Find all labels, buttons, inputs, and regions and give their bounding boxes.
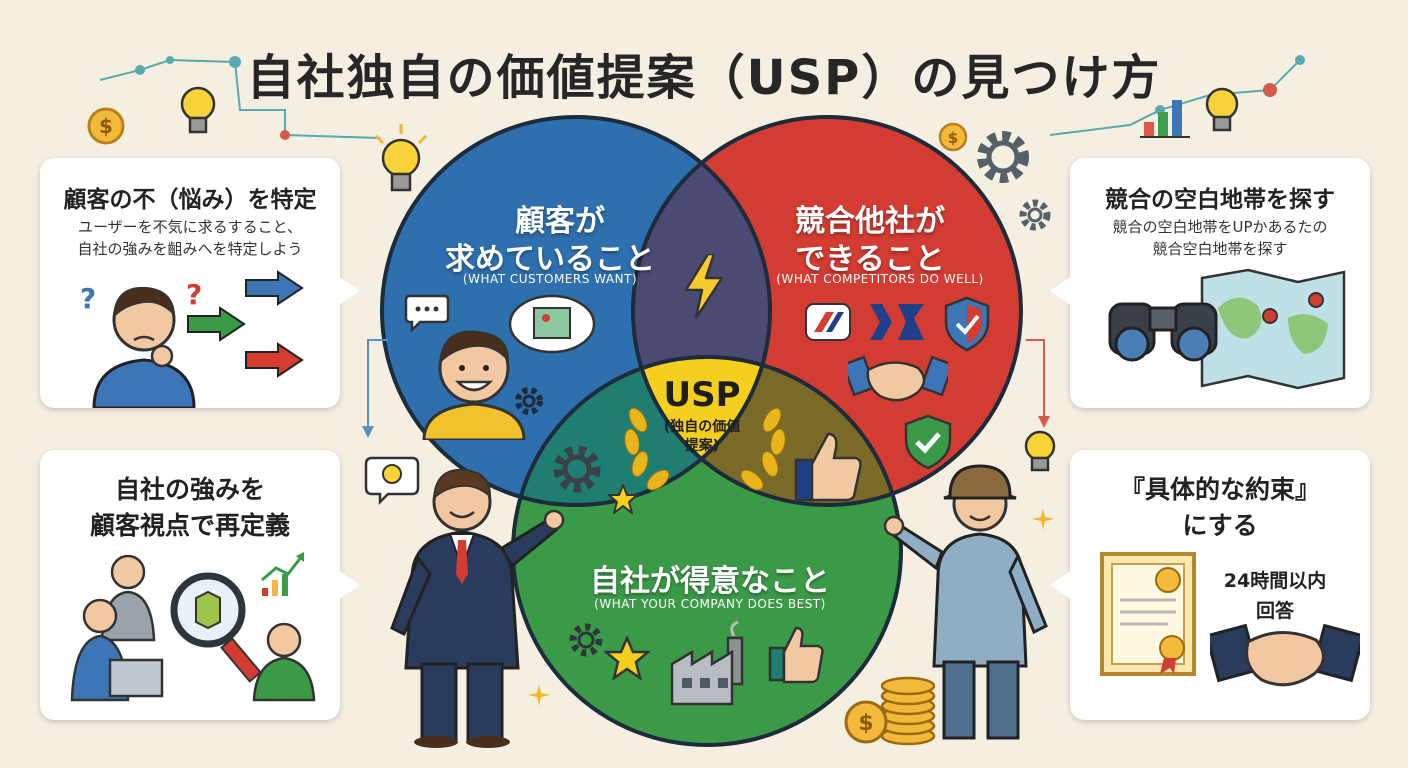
shield-check-icon	[944, 296, 990, 352]
competitors-subtitle: (WHAT COMPETITORS DO WELL)	[776, 272, 984, 286]
coin-icon: $	[87, 107, 125, 145]
customers-title-line1: 顧客が	[515, 204, 605, 239]
shield-check-icon	[904, 414, 952, 470]
worker-person	[884, 464, 1048, 740]
arrow-icon	[245, 270, 304, 306]
thought-map-icon	[508, 294, 596, 354]
card-identify-desc-line2: 自社の強みを齟みへを特定しよう	[77, 240, 303, 258]
card-identify-desc-line1: ユーザーを不気に求るすること、	[77, 218, 303, 236]
lightbulb-icon	[180, 86, 216, 134]
lightbulb-icon	[1024, 430, 1056, 472]
promise-example-line2: 回答	[1255, 600, 1294, 622]
star-icon	[604, 636, 650, 680]
card-pointer	[338, 570, 360, 600]
card-whitespace-desc-line2: 競合空白地帯を探す	[1152, 240, 1288, 258]
card-pointer	[1050, 276, 1072, 306]
factory-icon	[670, 620, 744, 706]
binoculars-icon	[1108, 302, 1218, 362]
card-redefine-title-line2: 顧客視点で再定義	[89, 511, 290, 540]
page-title: 自社独自の価値提案（USP）の見つけ方	[246, 50, 1162, 106]
thumbs-up-icon	[768, 626, 824, 684]
card-redefine-strengths: 自社の強みを 顧客視点で再定義	[40, 450, 340, 720]
svg-text:$: $	[858, 711, 873, 736]
handshake-icon	[848, 355, 948, 402]
handshake-icon	[1210, 623, 1360, 687]
speech-bubble-icon	[404, 294, 450, 332]
card-competitor-whitespace: 競合の空白地帯を探す 競合の空白地帯をUPかあるたの 競合空白地帯を探す	[1070, 158, 1370, 408]
confused-person: ? ?	[80, 278, 202, 408]
coin-icon: $	[938, 122, 968, 152]
customers-title-line2: 求めていること	[445, 242, 655, 277]
competitor-logo-icon	[870, 304, 924, 340]
competitors-title-line1: 競合他社が	[795, 204, 945, 239]
card-whitespace-title: 競合の空白地帯を探す	[1105, 187, 1335, 213]
lightning-icon	[684, 254, 724, 318]
customers-subtitle: (WHAT CUSTOMERS WANT)	[462, 272, 638, 286]
gear-icon	[553, 445, 601, 493]
coin-stack-icon: $	[844, 676, 936, 746]
card-whitespace-desc-line1: 競合の空白地帯をUPかあるたの	[1112, 218, 1328, 236]
promise-example: 24時間以内 回答	[1215, 566, 1335, 626]
card-promise-title-line1: 『具体的な約束』	[1119, 475, 1320, 504]
promise-example-line1: 24時間以内	[1223, 570, 1327, 592]
company-title: 自社が得意なこと	[590, 564, 830, 599]
svg-text:?: ?	[186, 278, 202, 311]
sparkle-icon	[1032, 508, 1054, 530]
svg-text:$: $	[948, 129, 958, 147]
card-identify-pain: 顧客の不（悩み）を特定 ユーザーを不気に求るすること、 自社の強みを齟みへを特定…	[40, 158, 340, 408]
laurel-icon	[624, 407, 786, 491]
gear-icon	[977, 131, 1029, 183]
team-analysis-illustration	[70, 552, 316, 702]
lightbulb-icon	[1205, 87, 1239, 132]
competitors-title-line2: できること	[795, 242, 945, 277]
customer-person	[422, 330, 526, 440]
usp-subtitle: (独自の価値 提案)	[652, 418, 752, 456]
card-pointer	[1050, 570, 1072, 600]
thumbs-up-icon	[794, 432, 862, 502]
company-subtitle: (WHAT YOUR COMPANY DOES BEST)	[594, 597, 826, 611]
presenter-businessman	[364, 456, 565, 748]
svg-text:?: ?	[80, 282, 96, 315]
card-identify-title: 顧客の不（悩み）を特定	[63, 187, 317, 213]
lightbulb-icon	[374, 124, 428, 192]
competitor-logo-icon	[805, 303, 851, 341]
gear-icon	[569, 623, 603, 657]
svg-text:$: $	[99, 114, 113, 138]
card-promise-title-line2: にする	[1182, 511, 1258, 540]
usp-subtitle-line1: (独自の価値	[663, 419, 741, 435]
sparkle-icon	[528, 684, 550, 706]
card-pointer	[338, 276, 360, 306]
certificate-icon	[1100, 552, 1196, 676]
bar-chart-icon	[1140, 100, 1190, 138]
usp-subtitle-line2: 提案)	[684, 438, 720, 454]
arrow-icon	[245, 342, 304, 378]
network-decoration-right	[1049, 55, 1305, 136]
star-icon	[608, 484, 638, 514]
card-concrete-promise: 『具体的な約束』 にする	[1070, 450, 1370, 720]
connector-lines	[362, 339, 1050, 438]
gear-icon	[515, 387, 543, 415]
map-icon	[1200, 268, 1346, 390]
usp-title: USP	[663, 375, 741, 415]
card-redefine-title-line1: 自社の強みを	[114, 475, 265, 504]
gear-icon	[1019, 199, 1051, 231]
network-decoration-left	[99, 56, 381, 140]
arrow-icon	[187, 306, 246, 342]
